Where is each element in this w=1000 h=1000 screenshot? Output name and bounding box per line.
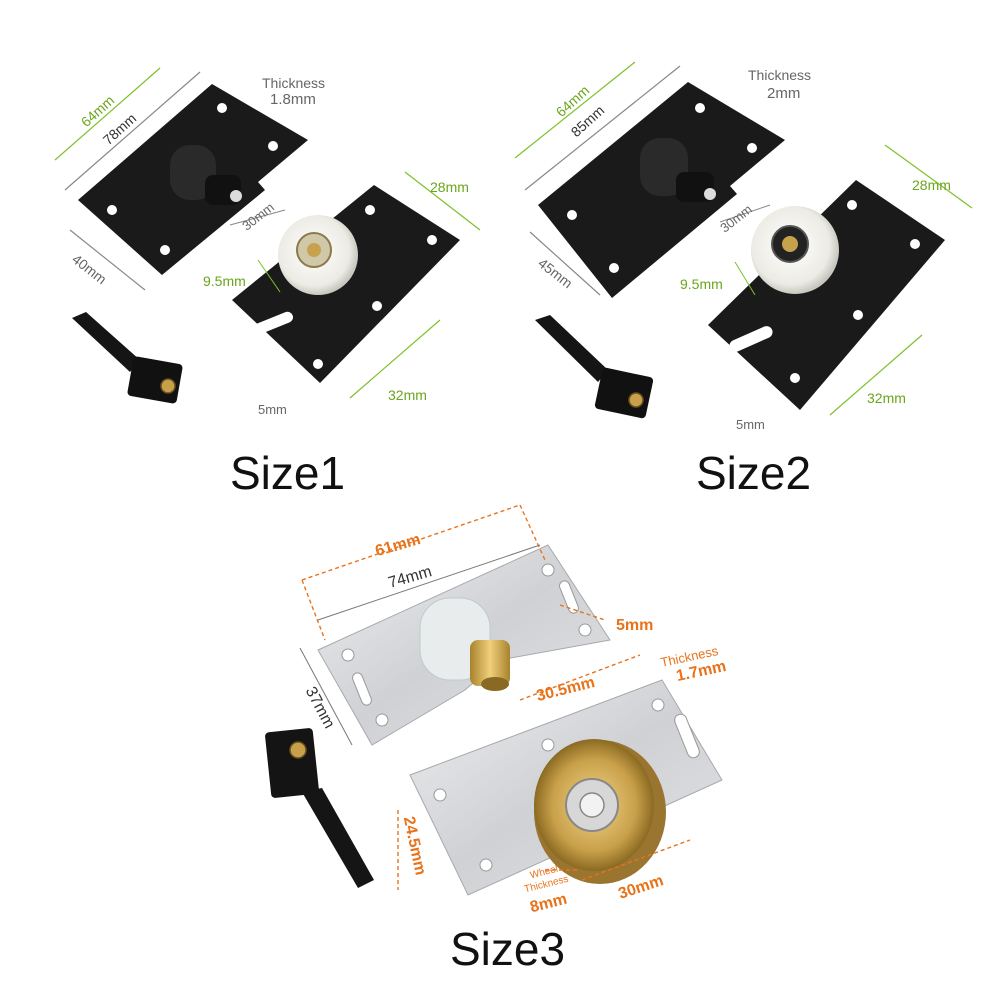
size2-hole — [609, 263, 619, 273]
size1-dim-5: 5mm — [258, 402, 287, 417]
size3-hole — [341, 648, 355, 662]
size3-dim-line — [581, 839, 691, 881]
size2-group — [514, 61, 973, 419]
size2-hole — [695, 103, 705, 113]
size2-dim-line — [829, 334, 923, 416]
size3-dim-5: 5mm — [616, 617, 654, 634]
size2-dim-28: 28mm — [912, 177, 951, 193]
size1-hole — [160, 245, 170, 255]
size3-pin-end — [481, 677, 509, 691]
size3-latch-strap — [302, 788, 374, 888]
size1-dim-line — [64, 71, 201, 191]
size1-dim-line — [349, 319, 441, 399]
size3-dim-line — [301, 504, 521, 581]
size2-dim-line — [524, 65, 681, 191]
size2-thickness-label: Thickness — [748, 67, 812, 83]
size2-hole — [567, 210, 577, 220]
size3-slot — [352, 672, 372, 706]
size3-slot — [559, 580, 579, 614]
size2-hole — [747, 143, 757, 153]
size1-bottom-plate — [232, 185, 460, 383]
size1-axle-end — [230, 190, 242, 202]
size2-axle-end — [704, 188, 716, 200]
size3-dim-line — [299, 647, 353, 746]
size3-dim-line — [317, 544, 541, 621]
size2-hole — [847, 200, 857, 210]
size1-dim-9-5: 9.5mm — [203, 273, 246, 289]
size2-bearing-center — [782, 236, 798, 252]
size3-bearing-inner — [579, 792, 605, 818]
size3-dim-line — [559, 604, 606, 621]
size3-slot — [674, 713, 700, 759]
size2-dim-line — [884, 144, 973, 209]
size3-dim-line — [519, 504, 546, 561]
size2-title: Size2 — [696, 447, 812, 499]
size1-slot — [251, 311, 293, 336]
size3-group — [265, 504, 723, 896]
size1-latch-screw — [160, 378, 176, 394]
size2-latch-body — [594, 367, 654, 419]
size1-bearing-center — [307, 243, 321, 257]
size1-hole — [372, 301, 382, 311]
size2-latch-screw — [628, 392, 644, 408]
size1-latch-strap — [72, 312, 140, 372]
size1-hole — [313, 359, 323, 369]
size1-hole — [365, 205, 375, 215]
size2-dim-line — [529, 231, 601, 296]
size3-brass-pin — [470, 640, 510, 686]
size2-thickness-value: 2mm — [767, 85, 801, 102]
size1-dim-32: 32mm — [388, 387, 427, 403]
size1-dim-line — [229, 209, 286, 226]
size2-latch-strap — [535, 315, 608, 382]
size2-dim-line — [719, 204, 771, 223]
size1-hole — [107, 205, 117, 215]
size2-hole — [910, 239, 920, 249]
size1-roller-housing — [170, 145, 216, 200]
size3-hole — [375, 713, 389, 727]
size2-dim-line — [734, 261, 756, 296]
size3-hole — [578, 623, 592, 637]
size2-slot — [729, 326, 773, 352]
size3-hole — [541, 738, 555, 752]
size3-latch-body — [265, 728, 319, 798]
size1-hole — [217, 103, 227, 113]
size3-hole — [433, 788, 447, 802]
size3-title: Size3 — [450, 923, 566, 975]
size1-thickness-label: Thickness — [262, 75, 326, 91]
size1-dim-line — [257, 259, 281, 293]
size1-hole — [268, 141, 278, 151]
size2-dim-line — [514, 61, 636, 159]
size1-hole — [427, 235, 437, 245]
size1-latch-body — [127, 356, 183, 404]
size3-dim-line — [301, 579, 326, 641]
size3-dim-line — [519, 654, 641, 701]
size3-hole — [651, 698, 665, 712]
size2-hole — [790, 373, 800, 383]
size1-title: Size1 — [230, 447, 346, 499]
size1-group — [54, 67, 481, 404]
size2-dim-32: 32mm — [867, 390, 906, 406]
size2-dim-9-5: 9.5mm — [680, 276, 723, 292]
size1-dim-line — [404, 171, 481, 231]
size2-bottom-plate — [708, 180, 945, 410]
size3-latch-screw — [289, 741, 307, 759]
size3-hole — [541, 563, 555, 577]
size2-dim-5: 5mm — [736, 417, 765, 432]
size1-dim-line — [54, 67, 161, 161]
size1-dim-28: 28mm — [430, 179, 469, 195]
size1-thickness-value: 1.8mm — [270, 91, 316, 108]
size2-hole — [853, 310, 863, 320]
size3-hole — [479, 858, 493, 872]
size1-dim-line — [69, 229, 146, 291]
